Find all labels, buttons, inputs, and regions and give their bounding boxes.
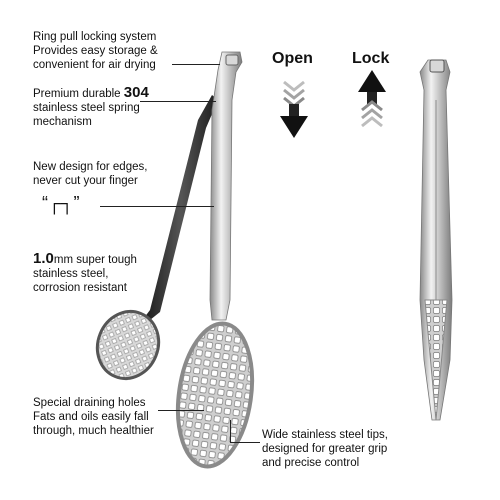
callout-edges: New design for edges, never cut your fin… [33, 160, 147, 188]
callout-bold: 304 [123, 84, 149, 101]
lock-ring-icon [429, 59, 445, 73]
callout-line: stainless steel, [33, 268, 109, 280]
callout-bold: 1.0 [33, 250, 54, 267]
callout-line: designed for greater grip [262, 443, 388, 455]
callout-line: Special draining holes [33, 397, 146, 409]
lock-arrow-icon [358, 70, 386, 128]
callout-line: and precise control [262, 457, 360, 469]
edge-profile-icon: “┌┐” [42, 193, 80, 213]
callout-line: stainless steel spring [33, 102, 140, 114]
callout-line: never cut your finger [33, 175, 138, 187]
callout-line: convenient for air drying [33, 59, 156, 71]
tong-arm-back [95, 95, 218, 380]
leader-line [140, 101, 216, 102]
callout-spring: Premium durable 304 stainless steel spri… [33, 84, 149, 129]
closed-tongs [419, 59, 453, 421]
callout-text: mm super tough [53, 254, 137, 266]
callout-line: corrosion resistant [33, 282, 127, 294]
callout-line: Ring pull locking system [33, 31, 157, 43]
callout-tips: Wide stainless steel tips, designed for … [262, 428, 388, 470]
leader-line [230, 420, 231, 442]
leader-line [230, 442, 260, 443]
open-arrow-icon [280, 80, 308, 138]
leader-line [172, 64, 220, 65]
callout-line: Fats and oils easily fall [33, 411, 149, 423]
callout-text: Premium durable [33, 88, 124, 100]
callout-line: Provides easy storage & [33, 45, 158, 57]
callout-thickness: 1.0mm super tough stainless steel, corro… [33, 250, 137, 295]
callout-ring-pull: Ring pull locking system Provides easy s… [33, 30, 158, 72]
callout-draining: Special draining holes Fats and oils eas… [33, 396, 154, 438]
leader-line [100, 206, 214, 207]
lock-label: Lock [352, 50, 390, 67]
tong-arm-front [175, 51, 255, 469]
callout-line: through, much healthier [33, 425, 154, 437]
callout-line: New design for edges, [33, 161, 148, 173]
callout-line: Wide stainless steel tips, [262, 429, 388, 441]
leader-line [158, 410, 204, 411]
open-label: Open [272, 50, 313, 67]
ring-pull-icon [225, 54, 239, 66]
callout-line: mechanism [33, 116, 92, 128]
